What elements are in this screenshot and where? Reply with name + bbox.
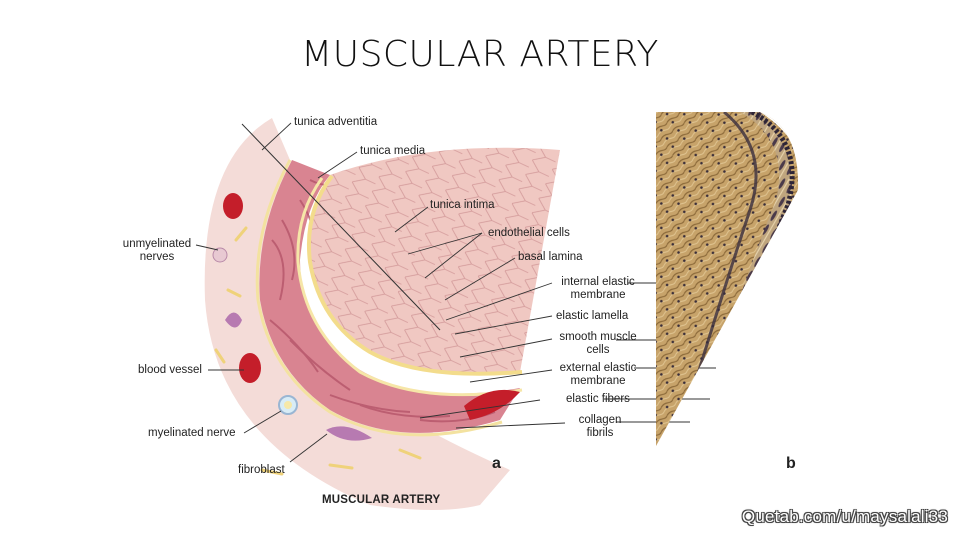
label-line-1: smooth muscle [559, 331, 637, 343]
label-line-2: nerves [139, 251, 175, 263]
label-blood-vessel: blood vessel [138, 364, 202, 376]
tunica-media-layer [259, 160, 520, 433]
elastic-lamella-band [296, 177, 523, 397]
watermark: Quetab.com/u/maysalali33 [741, 507, 948, 526]
internal-elastic-membrane-band [306, 174, 523, 376]
panel-b-letter: b [786, 455, 796, 472]
label-tunica-intima: tunica intima [430, 199, 495, 211]
label-elastic-fibers: elastic fibers [566, 393, 630, 405]
label-line-2: fibrils [586, 427, 614, 439]
label-line-1: internal elastic [561, 276, 635, 288]
blood-cells [223, 193, 520, 420]
label-line-1: external elastic [559, 362, 637, 374]
nerves [212, 247, 298, 415]
fibroblasts [225, 312, 372, 441]
panel-a-letter: a [492, 455, 501, 472]
label-myelinated-nerve: myelinated nerve [148, 427, 236, 439]
tunica-intima-layer [309, 147, 560, 374]
external-elastic-membrane-band [255, 159, 503, 437]
label-fibroblast: fibroblast [238, 464, 285, 476]
diagram-caption: MUSCULAR ARTERY [322, 494, 441, 506]
label-elastic-lamella: elastic lamella [556, 310, 629, 322]
label-line-1: unmyelinated [122, 238, 192, 250]
label-line-2: membrane [570, 289, 626, 301]
label-internal-elastic-membrane: internal elastic membrane [548, 276, 648, 302]
micrograph [656, 112, 799, 446]
label-smooth-muscle-cells: smooth muscle cells [548, 331, 648, 357]
label-line-2: membrane [570, 375, 626, 387]
label-endothelial-cells: endothelial cells [488, 227, 570, 239]
label-line-1: collagen [578, 414, 622, 426]
label-external-elastic-membrane: external elastic membrane [548, 362, 648, 388]
slide-title: MUSCULAR ARTERY [301, 34, 659, 75]
collagen-fibers [214, 226, 422, 476]
label-basal-lamina: basal lamina [518, 251, 583, 263]
label-tunica-adventitia: tunica adventitia [294, 116, 378, 128]
label-unmyelinated-nerves: unmyelinated nerves [112, 238, 202, 264]
label-collagen-fibrils: collagen fibrils [560, 414, 640, 440]
label-tunica-media: tunica media [360, 145, 426, 157]
label-line-2: cells [586, 344, 610, 356]
